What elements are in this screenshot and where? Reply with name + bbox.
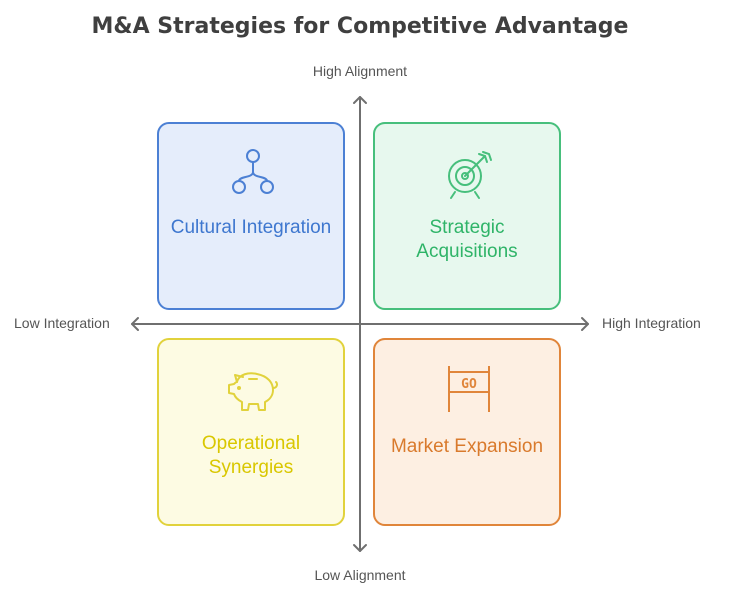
quadrant-label: Strategic Acquisitions (416, 217, 518, 262)
axis-label-right: High Integration (602, 315, 701, 331)
quadrant-market-expansion: GO Market Expansion (373, 338, 561, 526)
arrow-right-icon (581, 317, 589, 331)
quadrant-label: Market Expansion (390, 436, 544, 457)
axis-label-left: Low Integration (14, 315, 110, 331)
go-sign-text: GO (461, 377, 477, 392)
arrow-left-icon (131, 317, 139, 331)
page-title: M&A Strategies for Competitive Advantage (91, 14, 629, 39)
axis-label-top: High Alignment (312, 63, 408, 79)
hierarchy-icon (232, 149, 274, 194)
target-icon (448, 151, 492, 199)
arrow-up-icon (353, 96, 367, 104)
piggy-bank-icon (228, 372, 278, 411)
arrow-down-icon (353, 544, 367, 552)
quadrant-operational-synergies: Operational Synergies (157, 338, 345, 526)
quadrant-strategic-acquisitions: Strategic Acquisitions (373, 122, 561, 310)
quadrant-label: Operational Synergies (201, 433, 301, 478)
axis-label-bottom: Low Alignment (314, 567, 406, 583)
quadrant-cultural-integration: Cultural Integration (157, 122, 345, 310)
go-sign-icon: GO (448, 366, 490, 412)
quadrant-label: Cultural Integration (170, 217, 332, 238)
